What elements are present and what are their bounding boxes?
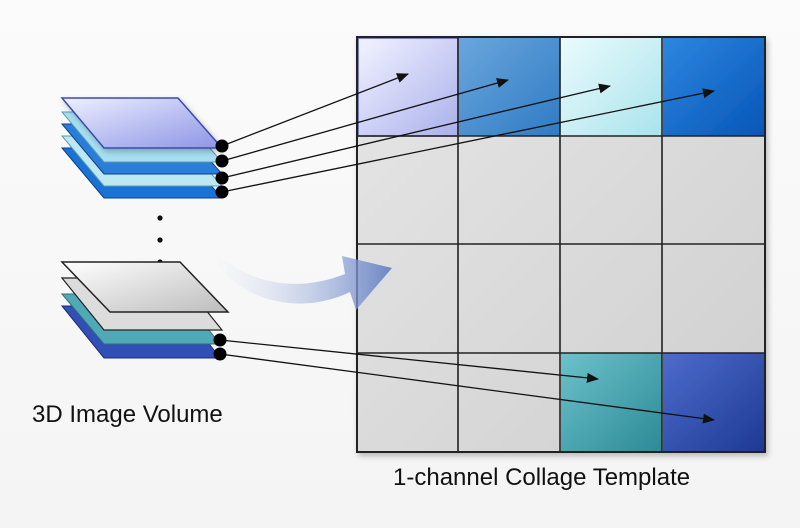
volume-label: 3D Image Volume <box>32 401 223 428</box>
template-label: 1-channel Collage Template <box>393 464 691 491</box>
cell-light-cyan <box>561 38 662 136</box>
arrow-to-cell-mid-blue <box>221 78 509 162</box>
ellipsis-dots <box>157 215 163 265</box>
slice-gray-top <box>60 261 230 313</box>
slice-anchor-dots <box>213 139 229 361</box>
arrow-to-cell-teal <box>219 339 599 383</box>
mapping-arrows <box>219 73 715 424</box>
cell-mid-blue <box>459 38 560 136</box>
cell-deep-blue <box>663 38 764 136</box>
transform-arrow <box>203 240 392 310</box>
slice-stack-top <box>60 97 224 199</box>
slice-stack-bottom <box>60 261 230 359</box>
arrow-to-cell-deep-blue <box>221 88 715 193</box>
collage-template-grid <box>356 36 766 453</box>
arrow-to-cell-light-cyan <box>221 83 611 179</box>
grid-lines <box>357 37 765 452</box>
arrow-to-cell-navy <box>219 353 715 424</box>
arrow-to-cell-lavender <box>221 73 409 147</box>
cell-navy <box>663 353 764 451</box>
